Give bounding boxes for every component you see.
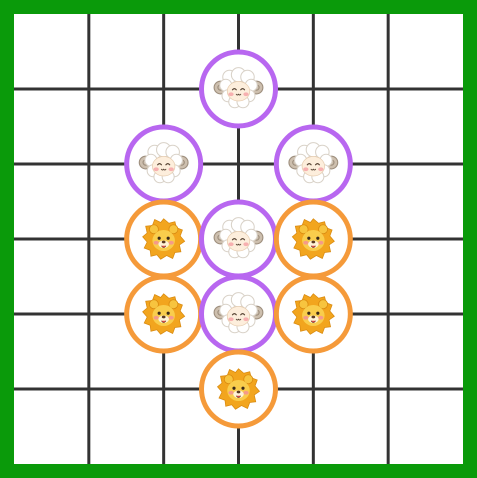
sheep-piece[interactable] xyxy=(202,202,276,276)
lion-piece[interactable] xyxy=(276,277,350,351)
lion-piece[interactable] xyxy=(127,277,201,351)
sheep-piece[interactable] xyxy=(276,127,350,201)
lion-piece[interactable] xyxy=(127,202,201,276)
lion-piece[interactable] xyxy=(202,352,276,426)
sheep-piece[interactable] xyxy=(127,127,201,201)
sheep-piece[interactable] xyxy=(202,52,276,126)
lion-piece[interactable] xyxy=(276,202,350,276)
sheep-piece[interactable] xyxy=(202,277,276,351)
